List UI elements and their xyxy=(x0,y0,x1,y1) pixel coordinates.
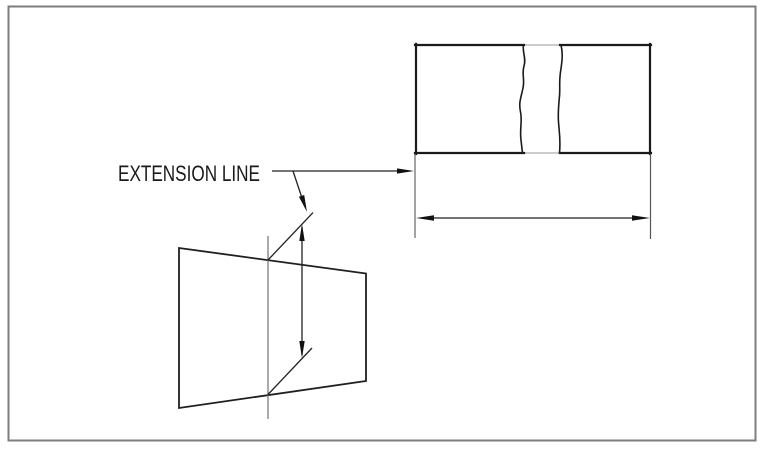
edge-line-upper xyxy=(267,212,314,261)
extension-line-label: EXTENSION LINE xyxy=(118,161,260,186)
break-line-right xyxy=(557,44,564,154)
break-line-left xyxy=(518,44,526,154)
leader-branch-arrowhead xyxy=(298,195,307,212)
leader xyxy=(272,168,414,212)
horizontal-dimension xyxy=(416,215,650,221)
arrowhead-up xyxy=(299,224,305,241)
edge-line-lower xyxy=(267,347,313,395)
leader-arrowhead-right xyxy=(397,168,414,174)
tapered-part-outline xyxy=(178,246,367,410)
drawing-border xyxy=(7,5,757,442)
broken-part-view xyxy=(413,42,653,156)
arrowhead-right xyxy=(632,215,650,221)
arrowhead-down xyxy=(299,341,305,358)
arrowhead-left xyxy=(416,215,434,221)
vertical-dimension xyxy=(299,224,305,358)
leader-line-branch xyxy=(292,170,303,199)
